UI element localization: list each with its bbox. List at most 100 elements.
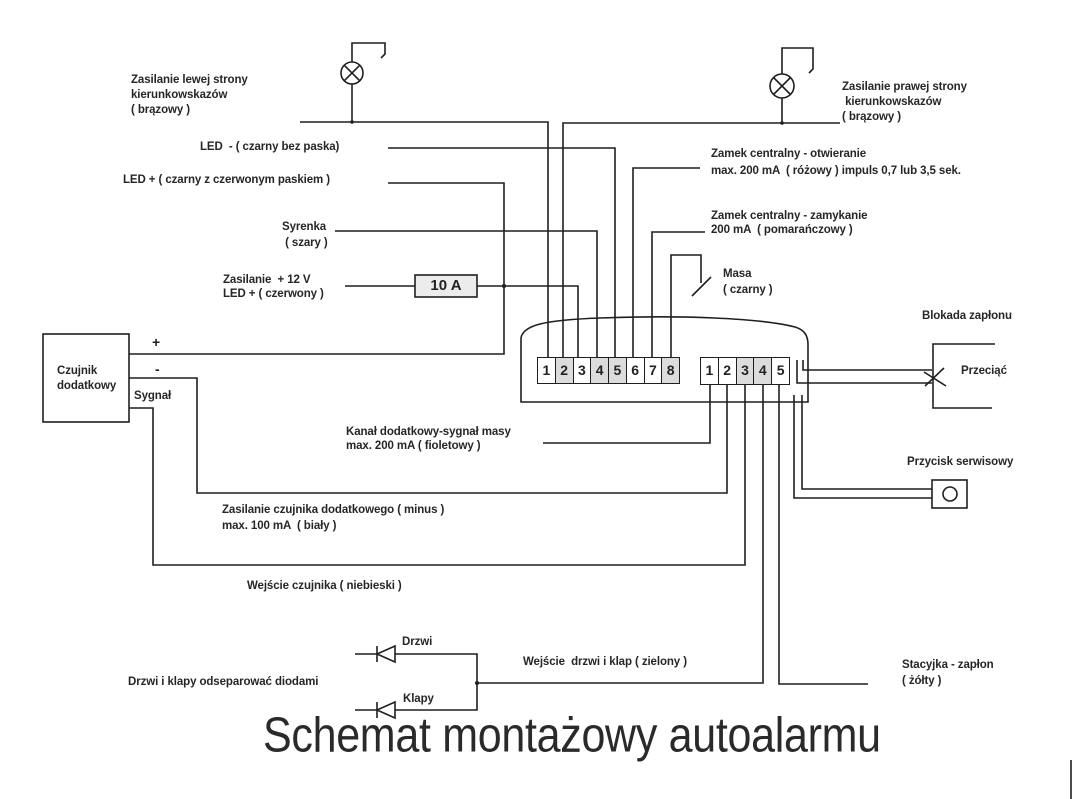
label-line: kierunkowskazów [842,96,942,108]
wire-led-minus [388,147,616,357]
aux-connector-pin: 5 [776,362,785,378]
label-line: Wejście czujnika ( niebieski ) [247,580,402,592]
sensor-minus-sign: - [155,361,160,377]
wire-sensor-input [129,385,746,566]
label-line: ( szary ) [282,237,328,249]
label-line: Masa [723,268,752,280]
aux-connector-pin: 1 [701,358,719,384]
main-connector-pin: 8 [662,358,679,383]
label-line: LED + ( czarny z czerwonym paskiem ) [123,174,330,186]
label-line: max. 100 mA ( biały ) [222,520,337,532]
label-line: Czujnik [57,365,98,377]
label-line: ( czarny ) [723,284,773,296]
aux-connector-pin: 4 [754,358,773,384]
label-line: Wejście drzwi i klap ( zielony ) [523,656,687,668]
main-connector-pin: 6 [627,358,645,383]
wire-lock-close [651,231,705,357]
label-ignition: Stacyjka - zapłon ( żółty ) [902,657,994,689]
label-power: Zasilanie + 12 V LED + ( czerwony ) [223,273,324,301]
wire-right-indicator [562,122,840,357]
main-connector-pin: 1 [538,358,556,383]
left-lamp-return-wire [351,42,386,62]
label-line: max. 200 mA ( różowy ) impuls 0,7 lub 3,… [711,165,961,177]
main-connector: 1 2 3 4 5 6 7 8 [537,357,680,384]
main-connector-pin: 2 [555,358,574,383]
wire-left-indicator [300,121,549,357]
label-led-minus: LED - ( czarny bez paska) [200,140,339,155]
wire-immobilizer-b [796,360,932,384]
door-diode-icon [375,644,396,664]
wire-ground [670,254,702,357]
label-service-button: Przycisk serwisowy [907,456,1014,468]
label-ground: Masa ( czarny ) [723,266,773,298]
label-aux-channel: Kanał dodatkowy-sygnał masy max. 200 mA … [346,425,511,453]
aux-connector-pin: 3 [736,358,755,384]
label-line: Kanał dodatkowy-sygnał masy [346,426,511,438]
label-line: max. 200 mA ( fioletowy ) [346,440,481,452]
label-led-plus: LED + ( czarny z czerwonym paskiem ) [123,173,330,188]
wire-lock-open [632,167,700,357]
label-sensor-name: Czujnik dodatkowy [57,364,116,394]
main-connector-pin: 5 [609,358,627,383]
label-line: Syrenka [282,221,327,233]
label-line: 200 mA ( pomarańczowy ) [711,224,853,236]
label-line: Stacyjka - zapłon [902,659,994,671]
label-line: Zasilanie czujnika dodatkowego ( minus ) [222,504,445,516]
label-sensor-input: Wejście czujnika ( niebieski ) [247,579,402,594]
label-line: Zasilanie + 12 V [223,274,311,286]
wire-power-output [477,285,579,357]
junction-dot [502,284,506,288]
wire-sensor-supply [129,377,728,494]
label-lock-open: Zamek centralny - otwieranie max. 200 mA… [711,146,961,180]
wire-immobilizer-a [802,360,932,371]
label-lock-close: Zamek centralny - zamykanie 200 mA ( pom… [711,209,868,237]
main-connector-pin: 3 [574,358,592,383]
service-button-icon [942,486,958,502]
wire-ignition [778,385,868,685]
right-indicator-lamp-icon [769,73,795,99]
fuse-rating: 10 A [430,277,462,294]
left-indicator-lamp-icon [340,61,364,85]
aux-connector: 1 2 3 4 5 [700,357,790,385]
label-line: LED + ( czerwony ) [223,288,324,300]
label-line: LED - ( czarny bez paska) [200,141,340,153]
wire-service-button-b [793,395,932,499]
diagram-title: Schemat montażowy autoalarmu [263,707,881,763]
sensor-plus-sign: + [152,334,161,350]
label-left-indicator: Zasilanie lewej strony kierunkowskazów (… [131,73,248,118]
label-line: Zasilanie prawej strony [842,81,967,93]
service-button-box [931,479,968,509]
label-line: dodatkowy [57,380,117,392]
sensor-box [42,333,130,423]
label-immobilizer: Blokada zapłonu [922,310,1012,322]
main-connector-pin: 4 [591,358,609,383]
label-line: ( brązowy ) [842,111,901,123]
cut-mark-icon [923,367,947,387]
label-sensor-supply: Zasilanie czujnika dodatkowego ( minus )… [222,502,444,534]
label-line: Zasilanie lewej strony [131,74,248,86]
main-connector-pin: 7 [645,358,663,383]
wire-door-input [477,385,764,684]
wire-led-plus [129,182,505,355]
immobilizer-bracket [932,343,995,409]
wire-siren [335,230,598,357]
label-line: Zamek centralny - otwieranie [711,148,867,160]
label-right-indicator: Zasilanie prawej strony kierunkowskazów … [842,80,967,125]
label-door-input: Wejście drzwi i klap ( zielony ) [523,655,687,670]
label-line: Zamek centralny - zamykanie [711,210,868,222]
label-hatch-diode: Klapy [403,693,434,705]
label-siren: Syrenka ( szary ) [282,219,328,251]
ground-symbol-icon [691,276,712,297]
label-door-diode: Drzwi [402,636,433,648]
junction-dot [475,681,479,685]
label-sensor-signal: Sygnał [134,390,172,402]
label-diode-note: Drzwi i klapy odseparować diodami [128,676,319,688]
aux-connector-pin: 2 [719,358,737,384]
label-line: kierunkowskazów [131,89,228,101]
alarm-module-housing [520,316,809,403]
wire-service-button-a [801,395,932,490]
label-cut-here: Przeciąć [961,365,1007,377]
label-line: ( brązowy ) [131,104,190,116]
